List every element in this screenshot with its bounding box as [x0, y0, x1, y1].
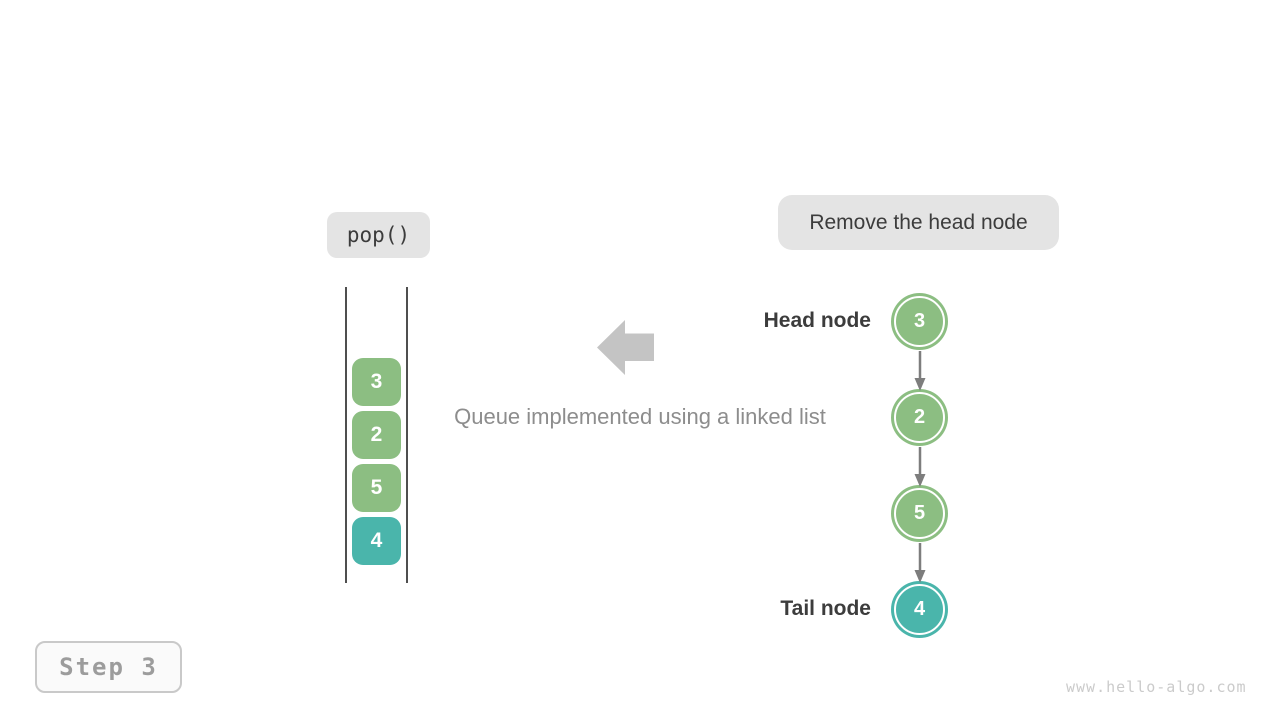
queue-item: 4 — [352, 517, 401, 565]
tail-node-label: Tail node — [780, 597, 871, 620]
arrow-down-icon — [914, 543, 926, 583]
queue-item: 2 — [352, 411, 401, 459]
queue-item: 3 — [352, 358, 401, 406]
arrow-down-icon — [914, 447, 926, 487]
queue-wall-right — [406, 287, 408, 583]
queue-wall-left — [345, 287, 347, 583]
arrow-down-icon — [914, 351, 926, 391]
linked-list-node: 2 — [894, 392, 945, 443]
step-badge: Step 3 — [35, 641, 182, 693]
linked-list-node: 4 — [894, 584, 945, 635]
operation-label: pop() — [327, 212, 430, 258]
caption-text: Queue implemented using a linked list — [454, 404, 826, 429]
watermark-text: www.hello-algo.com — [1066, 678, 1247, 696]
queue-item: 5 — [352, 464, 401, 512]
arrow-left-icon — [597, 320, 654, 375]
linked-list-node: 3 — [894, 296, 945, 347]
annotation-bubble: Remove the head node — [778, 195, 1059, 250]
linked-list-node: 5 — [894, 488, 945, 539]
head-node-label: Head node — [763, 309, 871, 332]
